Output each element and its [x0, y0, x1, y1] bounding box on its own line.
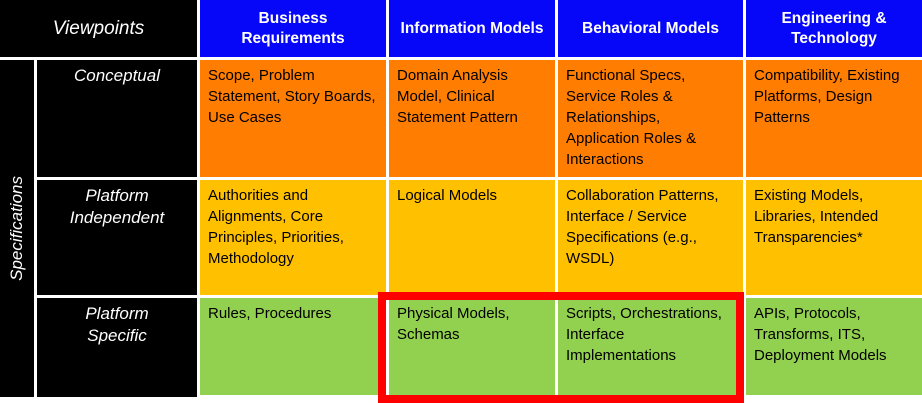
cell-conceptual-information-models: Domain Analysis Model, Clinical Statemen…	[389, 60, 555, 177]
specifications-side-strip: Specifications	[0, 60, 34, 397]
row-label-platform-independent: Platform Independent	[37, 180, 197, 295]
viewpoints-label: Viewpoints	[52, 17, 145, 39]
cell-platform-independent-business-requirements: Authorities and Alignments, Core Princip…	[200, 180, 386, 295]
row-label-platform-specific: Platform Specific	[37, 298, 197, 397]
cell-conceptual-engineering-technology: Compatibility, Existing Platforms, Desig…	[746, 60, 922, 177]
cell-conceptual-behavioral-models: Functional Specs, Service Roles & Relati…	[558, 60, 743, 177]
row-label-conceptual: Conceptual	[37, 60, 197, 177]
cell-platform-specific-behavioral-models: Scripts, Orchestrations, Interface Imple…	[558, 298, 743, 395]
cell-platform-specific-information-models: Physical Models, Schemas	[389, 298, 555, 395]
cell-platform-independent-information-models: Logical Models	[389, 180, 555, 295]
column-header-information-models: Information Models	[389, 0, 555, 57]
cell-platform-independent-behavioral-models: Collaboration Patterns, Interface / Serv…	[558, 180, 743, 295]
corner-viewpoints-cell: Viewpoints	[0, 0, 197, 57]
column-header-behavioral-models: Behavioral Models	[558, 0, 743, 57]
cell-platform-independent-engineering-technology: Existing Models, Libraries, Intended Tra…	[746, 180, 922, 295]
highlight-box	[378, 292, 744, 403]
cell-platform-specific-business-requirements: Rules, Procedures	[200, 298, 386, 395]
specifications-label: Specifications	[7, 176, 26, 281]
column-header-business-requirements: Business Requirements	[200, 0, 386, 57]
column-header-engineering-technology: Engineering & Technology	[746, 0, 922, 57]
cell-platform-specific-engineering-technology: APIs, Protocols, Transforms, ITS, Deploy…	[746, 298, 922, 395]
cell-conceptual-business-requirements: Scope, Problem Statement, Story Boards, …	[200, 60, 386, 177]
